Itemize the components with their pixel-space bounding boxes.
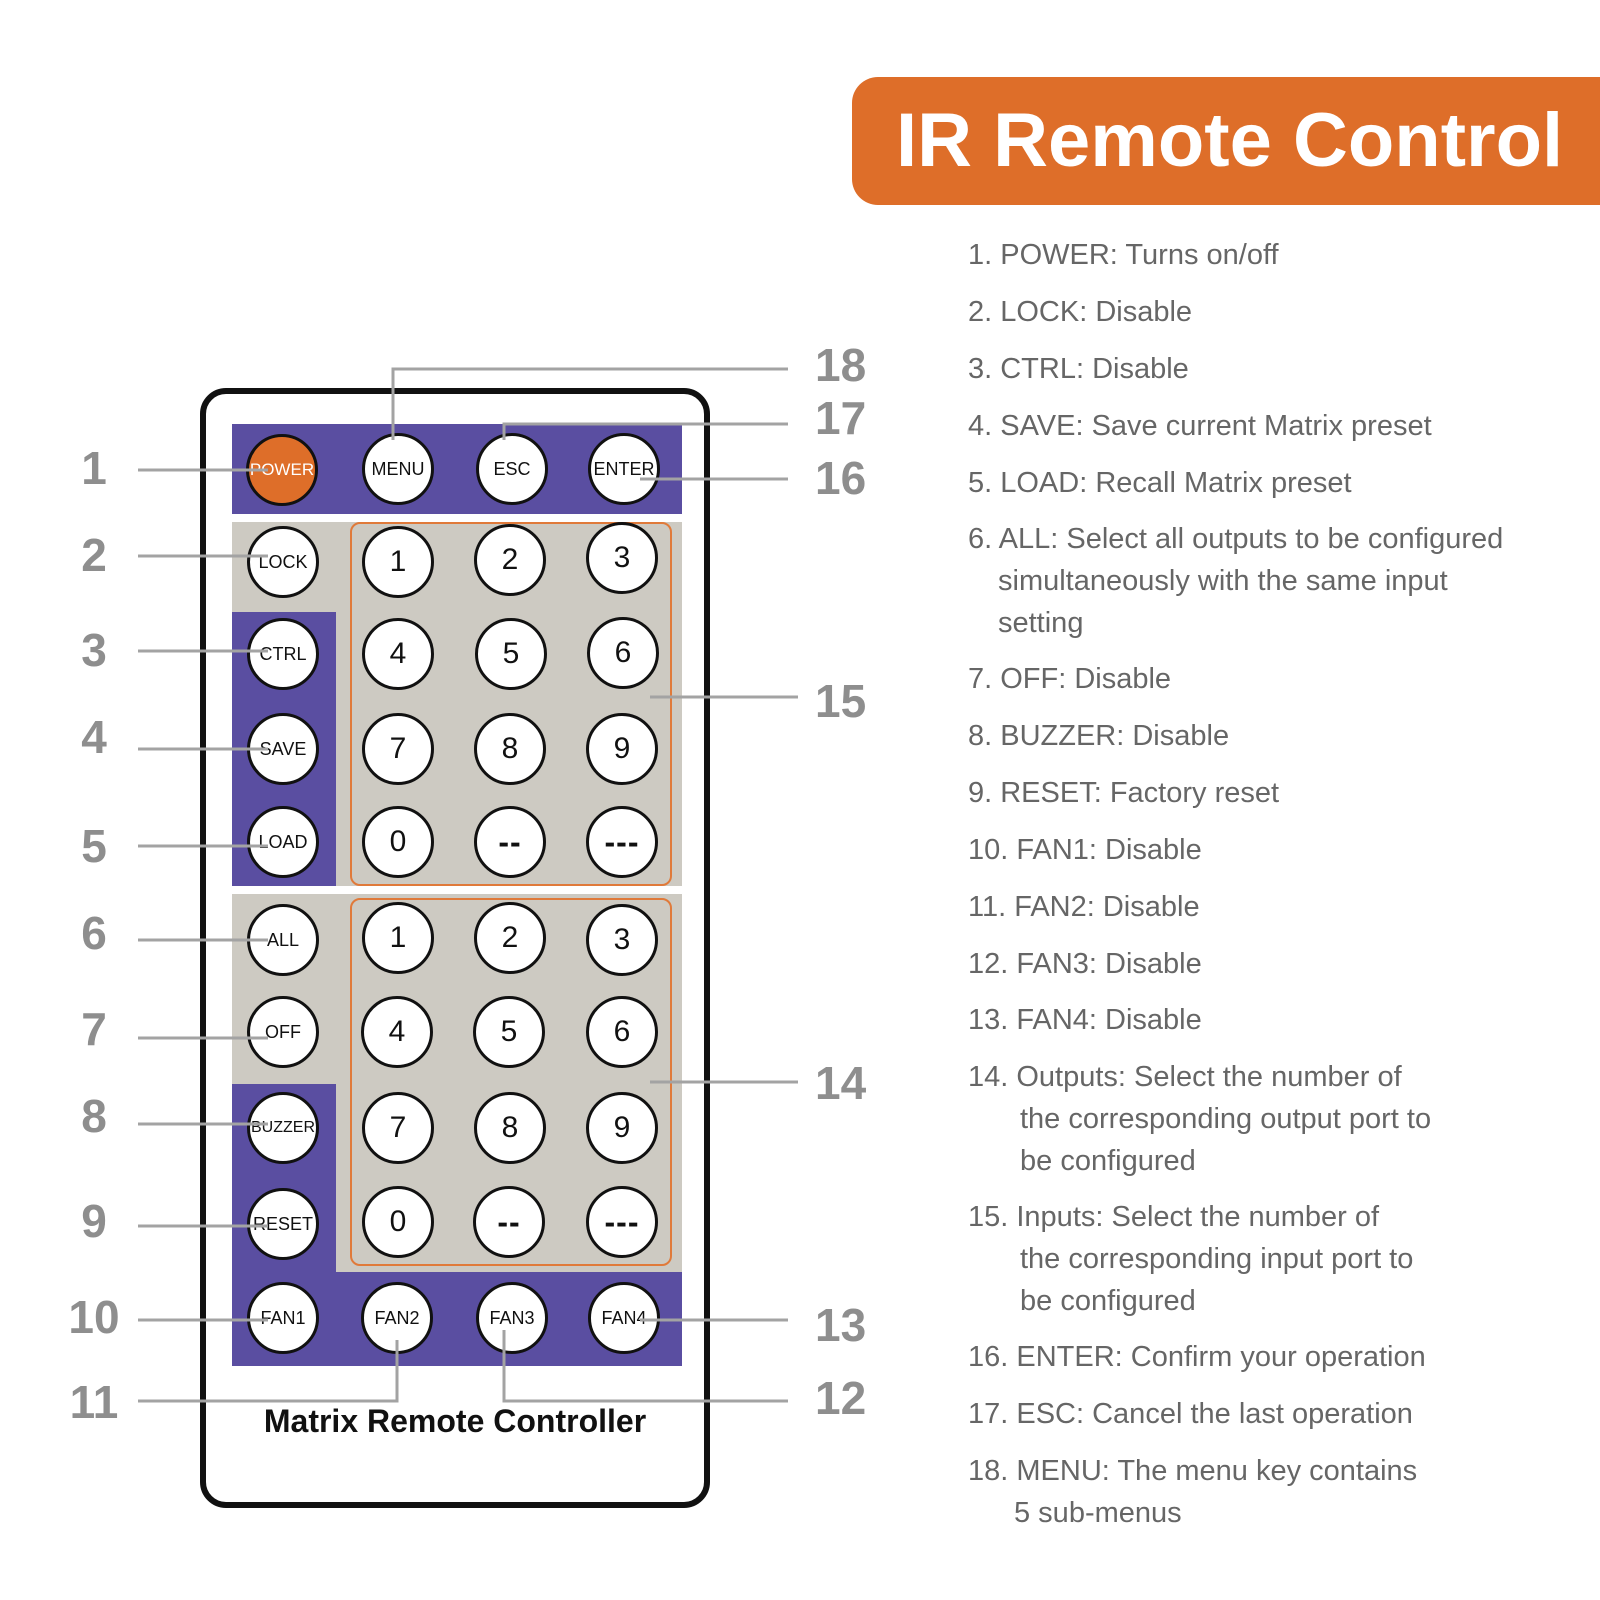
callout-14: 14 bbox=[815, 1057, 867, 1109]
callout-4: 4 bbox=[81, 711, 107, 763]
output-key-5[interactable]: 5 bbox=[473, 996, 545, 1068]
output-key-2[interactable]: 2 bbox=[474, 902, 546, 974]
input-key-4[interactable]: 4 bbox=[362, 618, 434, 690]
callout-8: 8 bbox=[81, 1090, 107, 1142]
buzzer-button[interactable]: BUZZER bbox=[247, 1092, 319, 1164]
desc-7: 7. OFF: Disable bbox=[968, 663, 1172, 695]
desc-14-line-3: be configured bbox=[1020, 1145, 1196, 1177]
desc-6-line-1: 6. ALL: Select all outputs to be configu… bbox=[968, 523, 1504, 555]
output-key-4[interactable]: 4 bbox=[361, 996, 433, 1068]
fan2-button[interactable]: FAN2 bbox=[361, 1282, 433, 1354]
output-key-double-dash[interactable]: -- bbox=[473, 1186, 545, 1258]
desc-5: 5. LOAD: Recall Matrix preset bbox=[968, 467, 1352, 499]
fan3-button[interactable]: FAN3 bbox=[476, 1282, 548, 1354]
callout-6: 6 bbox=[81, 907, 107, 959]
output-key-triple-dash[interactable]: --- bbox=[586, 1186, 658, 1258]
callout-15: 15 bbox=[815, 675, 867, 727]
desc-15-line-2: the corresponding input port to bbox=[1020, 1243, 1414, 1275]
callout-1: 1 bbox=[81, 442, 107, 494]
desc-6-line-2: simultaneously with the same input bbox=[998, 565, 1448, 597]
fan1-button[interactable]: FAN1 bbox=[247, 1282, 319, 1354]
input-key-7[interactable]: 7 bbox=[362, 713, 434, 785]
desc-16: 16. ENTER: Confirm your operation bbox=[968, 1341, 1426, 1373]
output-key-9[interactable]: 9 bbox=[586, 1092, 658, 1164]
input-key-1[interactable]: 1 bbox=[362, 526, 434, 598]
output-key-0[interactable]: 0 bbox=[362, 1186, 434, 1258]
output-key-8[interactable]: 8 bbox=[474, 1092, 546, 1164]
callout-12: 12 bbox=[815, 1372, 867, 1424]
callout-9: 9 bbox=[81, 1195, 107, 1247]
off-button[interactable]: OFF bbox=[247, 996, 319, 1068]
save-button[interactable]: SAVE bbox=[247, 713, 319, 785]
callout-18: 18 bbox=[815, 339, 867, 391]
desc-14-line-1: 14. Outputs: Select the number of bbox=[968, 1061, 1402, 1093]
desc-8: 8. BUZZER: Disable bbox=[968, 720, 1230, 752]
lock-button[interactable]: LOCK bbox=[247, 526, 319, 598]
input-key-5[interactable]: 5 bbox=[475, 618, 547, 690]
output-key-3[interactable]: 3 bbox=[586, 904, 658, 976]
desc-6-line-3: setting bbox=[998, 607, 1084, 639]
input-key-2[interactable]: 2 bbox=[474, 524, 546, 596]
controller-label: Matrix Remote Controller bbox=[263, 1403, 647, 1439]
input-key-9[interactable]: 9 bbox=[586, 713, 658, 785]
esc-button[interactable]: ESC bbox=[476, 433, 548, 505]
all-button[interactable]: ALL bbox=[247, 904, 319, 976]
desc-11: 11. FAN2: Disable bbox=[968, 891, 1200, 923]
menu-button[interactable]: MENU bbox=[362, 433, 434, 505]
input-key-triple-dash[interactable]: --- bbox=[586, 806, 658, 878]
output-key-7[interactable]: 7 bbox=[362, 1092, 434, 1164]
desc-18-line-2: 5 sub-menus bbox=[1014, 1497, 1182, 1529]
callout-11: 11 bbox=[69, 1376, 119, 1428]
desc-12: 12. FAN3: Disable bbox=[968, 948, 1202, 980]
reset-button[interactable]: RESET bbox=[247, 1188, 319, 1260]
page-title: IR Remote Control bbox=[896, 98, 1564, 183]
input-key-6[interactable]: 6 bbox=[587, 617, 659, 689]
input-key-3[interactable]: 3 bbox=[586, 522, 658, 594]
desc-14-line-2: the corresponding output port to bbox=[1020, 1103, 1432, 1135]
desc-4: 4. SAVE: Save current Matrix preset bbox=[968, 410, 1432, 442]
callout-16: 16 bbox=[815, 452, 867, 504]
callout-10: 10 bbox=[68, 1291, 120, 1343]
enter-button[interactable]: ENTER bbox=[588, 433, 660, 505]
callout-17: 17 bbox=[815, 392, 867, 444]
desc-15-line-3: be configured bbox=[1020, 1285, 1196, 1317]
callout-2: 2 bbox=[81, 529, 107, 581]
desc-15-line-1: 15. Inputs: Select the number of bbox=[968, 1201, 1380, 1233]
title-banner: IR Remote Control bbox=[852, 77, 1600, 205]
input-keypad-frame bbox=[350, 522, 672, 886]
output-key-6[interactable]: 6 bbox=[586, 996, 658, 1068]
input-key-0[interactable]: 0 bbox=[362, 806, 434, 878]
callout-13: 13 bbox=[815, 1299, 867, 1351]
desc-9: 9. RESET: Factory reset bbox=[968, 777, 1280, 809]
desc-13: 13. FAN4: Disable bbox=[968, 1004, 1202, 1036]
input-key-double-dash[interactable]: -- bbox=[474, 806, 546, 878]
load-button[interactable]: LOAD bbox=[247, 806, 319, 878]
desc-3: 3. CTRL: Disable bbox=[968, 353, 1189, 385]
output-key-1[interactable]: 1 bbox=[362, 902, 434, 974]
power-button[interactable]: POWER bbox=[246, 434, 318, 506]
desc-17: 17. ESC: Cancel the last operation bbox=[968, 1398, 1413, 1430]
ctrl-button[interactable]: CTRL bbox=[247, 618, 319, 690]
callout-3: 3 bbox=[81, 624, 107, 676]
desc-1: 1. POWER: Turns on/off bbox=[968, 239, 1279, 271]
desc-18-line-1: 18. MENU: The menu key contains bbox=[968, 1455, 1418, 1487]
desc-10: 10. FAN1: Disable bbox=[968, 834, 1202, 866]
callout-7: 7 bbox=[81, 1003, 107, 1055]
input-key-8[interactable]: 8 bbox=[474, 713, 546, 785]
callout-5: 5 bbox=[81, 820, 107, 872]
fan4-button[interactable]: FAN4 bbox=[588, 1282, 660, 1354]
desc-2: 2. LOCK: Disable bbox=[968, 296, 1193, 328]
